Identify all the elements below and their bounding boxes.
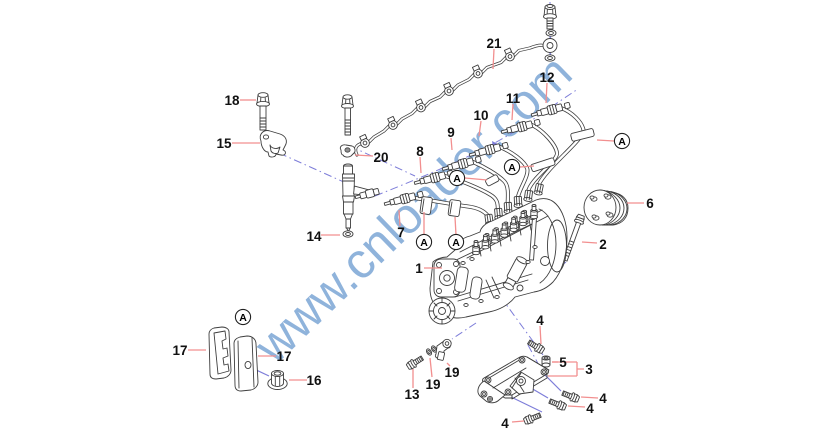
svg-text:A: A (618, 136, 626, 148)
svg-text:9: 9 (447, 125, 455, 140)
svg-text:3: 3 (585, 362, 593, 377)
svg-text:4: 4 (501, 416, 509, 431)
svg-text:1: 1 (415, 261, 423, 276)
svg-text:A: A (420, 237, 428, 249)
svg-text:17: 17 (276, 349, 291, 364)
svg-text:4: 4 (536, 313, 544, 328)
svg-text:A: A (239, 312, 247, 324)
svg-text:A: A (452, 237, 460, 249)
svg-text:8: 8 (416, 144, 424, 159)
svg-text:4: 4 (586, 401, 594, 416)
svg-text:19: 19 (425, 377, 440, 392)
svg-text:A: A (453, 173, 461, 185)
svg-text:19: 19 (444, 365, 459, 380)
svg-text:20: 20 (373, 150, 388, 165)
svg-text:16: 16 (306, 373, 322, 388)
svg-text:14: 14 (306, 229, 322, 244)
svg-text:2: 2 (599, 237, 607, 252)
svg-text:13: 13 (404, 387, 420, 402)
svg-text:4: 4 (599, 391, 607, 406)
svg-text:A: A (508, 162, 516, 174)
svg-text:7: 7 (397, 225, 405, 240)
svg-text:17: 17 (172, 343, 187, 358)
svg-text:18: 18 (224, 93, 240, 108)
svg-text:6: 6 (646, 196, 654, 211)
svg-text:12: 12 (539, 70, 554, 85)
svg-text:5: 5 (559, 355, 567, 370)
svg-text:11: 11 (506, 91, 521, 106)
svg-text:21: 21 (486, 36, 502, 51)
svg-text:10: 10 (473, 108, 488, 123)
svg-text:15: 15 (216, 136, 232, 151)
